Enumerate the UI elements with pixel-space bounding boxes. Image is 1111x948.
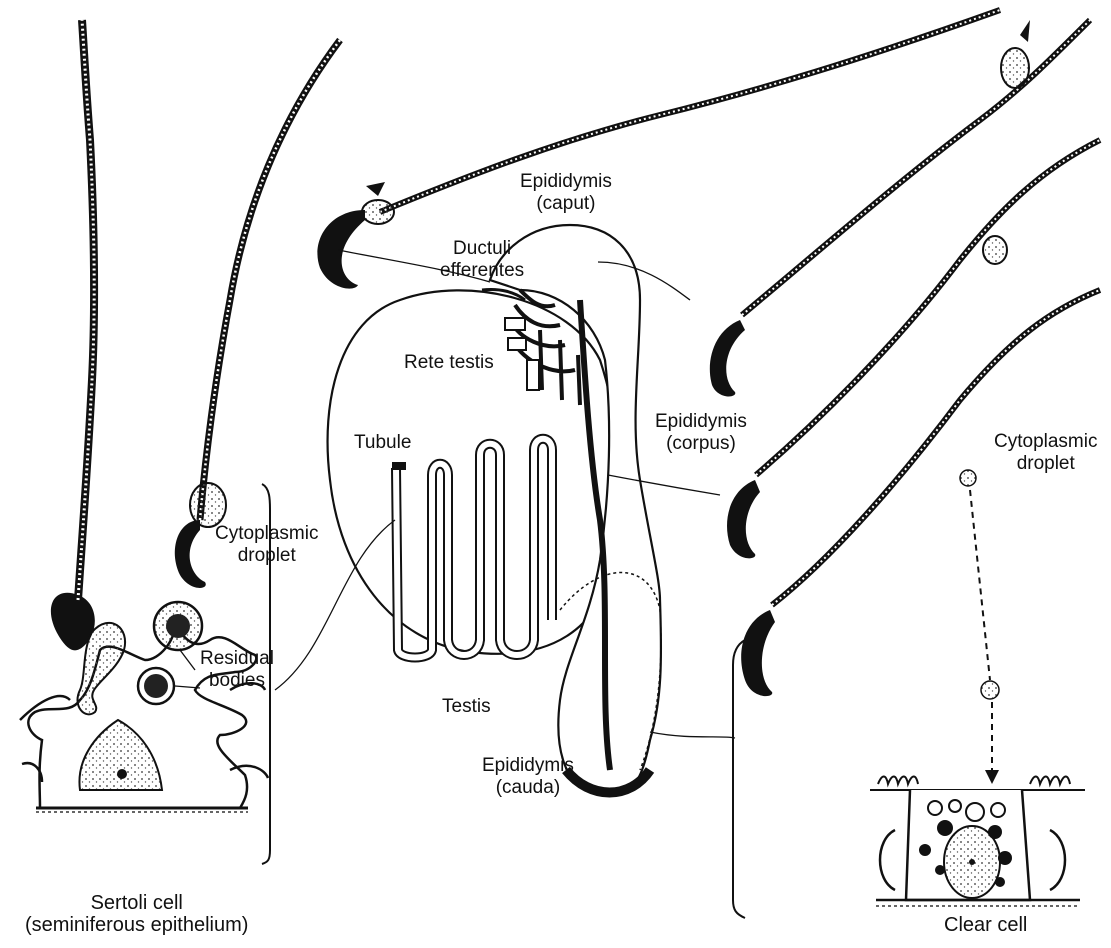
label-testis: Testis	[442, 696, 491, 718]
caption-sertoli-cell: Sertoli cell(seminiferous epithelium)	[25, 892, 248, 936]
sperm-right-3	[741, 290, 1100, 696]
label-rete-testis: Rete testis	[404, 352, 494, 374]
testis-epididymis	[328, 225, 661, 793]
sperm-cytoplasmic-droplet-neck	[175, 40, 340, 588]
clear-cell	[870, 470, 1085, 906]
sertoli-cell	[20, 20, 268, 812]
label-epididymis-cauda: Epididymis(cauda)	[482, 755, 574, 799]
right-bracket	[733, 640, 745, 918]
caption-clear-cell: Clear cell	[944, 914, 1027, 936]
sperm-caput	[317, 10, 1000, 289]
label-epididymis-caput: Epididymis(caput)	[520, 171, 612, 215]
label-epididymis-corpus: Epididymis(corpus)	[655, 411, 747, 455]
sperm-right-1	[710, 20, 1090, 396]
sperm-right-2	[727, 140, 1100, 558]
label-tubule: Tubule	[354, 432, 411, 454]
